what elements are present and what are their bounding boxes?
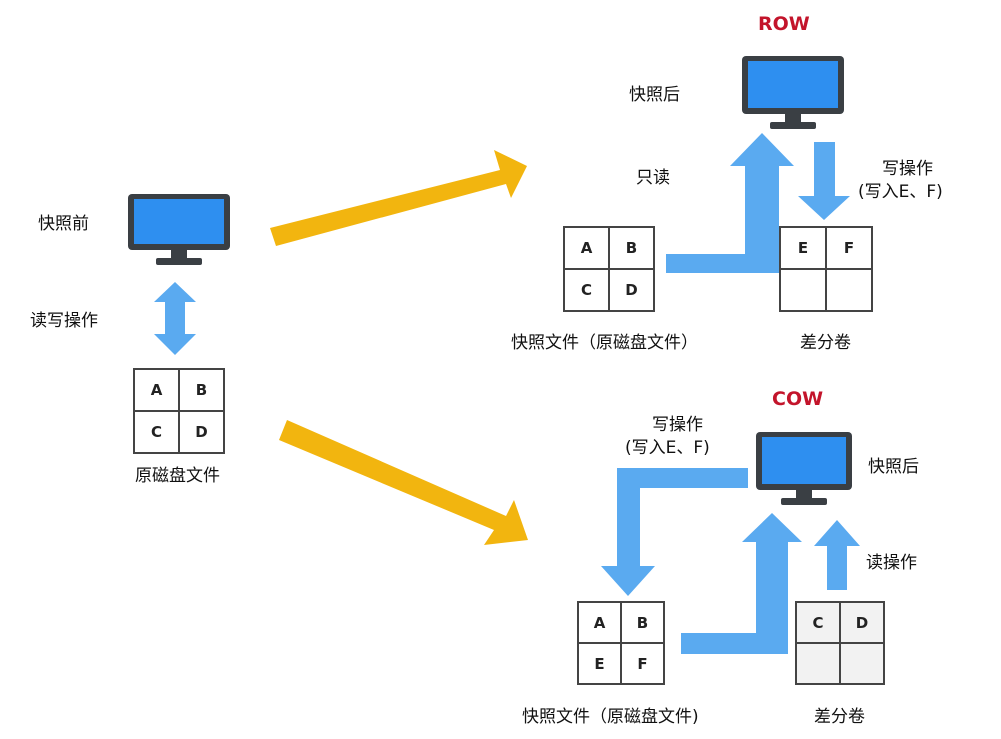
computer-monitor-icon [756,432,852,505]
computer-monitor-icon [742,56,844,129]
snapshot-cell: A [578,602,621,643]
cow-title: COW [772,388,824,410]
diff-cell: E [780,227,826,269]
snapshot-cell: B [621,602,664,643]
before-snapshot-label: 快照前 [38,214,89,234]
diff-cell: F [826,227,872,269]
diff-cell [826,269,872,311]
snapshot-cell: A [564,227,609,269]
diff-cell [796,643,840,684]
cow-snapshot-grid: A B E F [577,601,665,685]
diff-cell: C [796,602,840,643]
row-title: ROW [758,13,810,35]
cow-write-label: 写操作 [652,415,703,435]
cow-diff-grid: C D [795,601,885,685]
read-write-label: 读写操作 [30,311,98,331]
row-diff-label: 差分卷 [800,333,851,353]
left-double-arrow [154,282,196,355]
yellow-arrow-to-cow [279,420,528,545]
yellow-arrow-to-row [270,150,527,246]
diff-cell: D [840,602,884,643]
snapshot-cell: E [578,643,621,684]
row-readonly-label: 只读 [636,168,670,188]
snapshot-cell: C [564,269,609,311]
row-write-detail: (写入E、F) [858,182,943,202]
row-read-arrow [666,133,794,273]
disk-cell: B [179,369,224,411]
diff-cell [840,643,884,684]
original-disk-grid: A B C D [133,368,225,454]
cow-snapshot-label: 快照文件（原磁盘文件) [522,707,699,727]
row-after-snapshot-label: 快照后 [629,85,680,105]
cow-write-arrow [601,468,748,596]
row-snapshot-label: 快照文件（原磁盘文件） [511,333,698,353]
disk-cell: C [134,411,179,453]
disk-cell: D [179,411,224,453]
cow-read-arrow-from-snapshot [681,513,802,654]
cow-read-arrow-from-diff [814,520,860,590]
snapshot-cell: B [609,227,654,269]
snapshot-cell: D [609,269,654,311]
row-write-arrow [798,142,850,220]
original-disk-label: 原磁盘文件 [135,466,220,486]
computer-monitor-icon [128,194,230,265]
diff-cell [780,269,826,311]
cow-after-snapshot-label: 快照后 [868,457,919,477]
row-snapshot-grid: A B C D [563,226,655,312]
cow-read-label: 读操作 [866,553,917,573]
disk-cell: A [134,369,179,411]
snapshot-cell: F [621,643,664,684]
row-write-label: 写操作 [882,159,933,179]
cow-write-detail: (写入E、F) [625,438,710,458]
cow-diff-label: 差分卷 [814,707,865,727]
row-diff-grid: E F [779,226,873,312]
